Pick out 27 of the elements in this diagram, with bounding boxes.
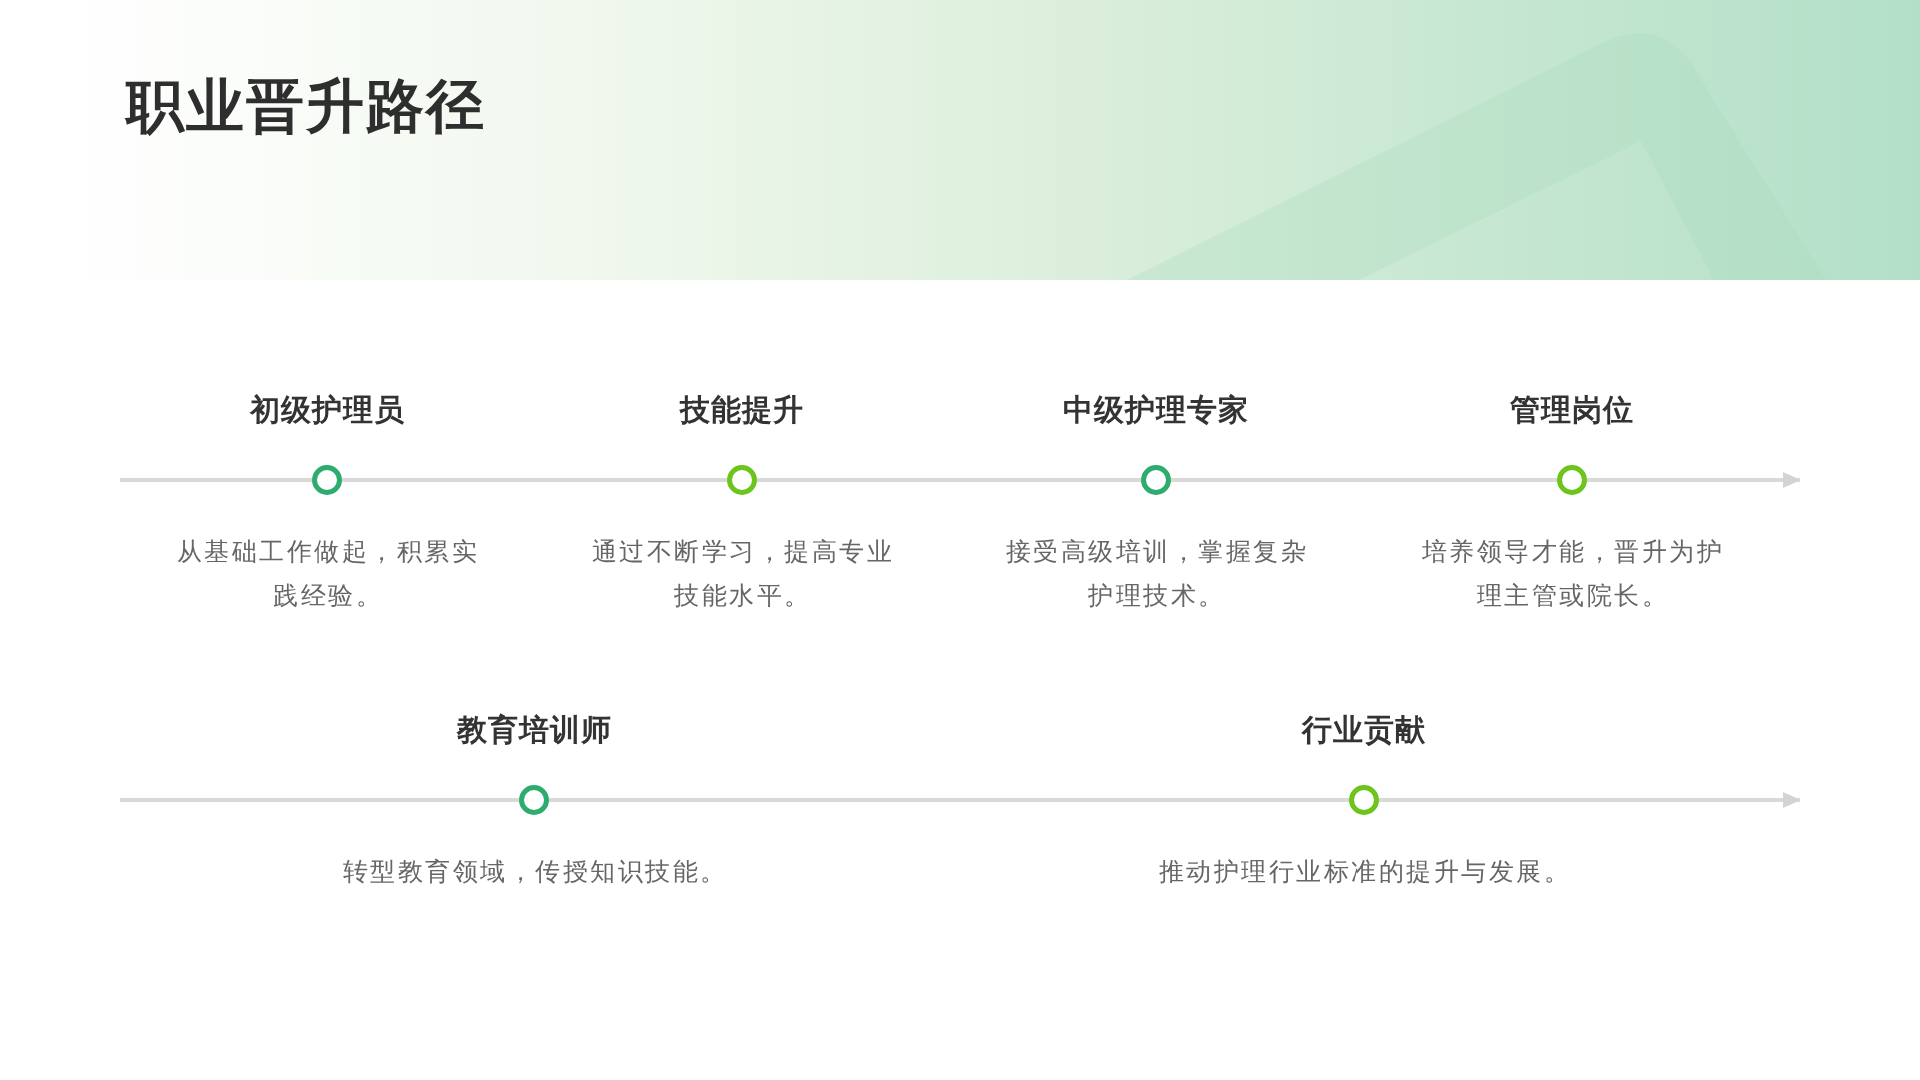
timeline-line: [757, 478, 1141, 482]
milestone-title: 行业贡献: [1302, 711, 1426, 749]
milestone-description: 培养领导才能，晋升为护理主管或院长。: [1420, 536, 1726, 612]
milestone-title: 初级护理员: [249, 391, 405, 429]
timeline-line: [120, 478, 312, 482]
milestone-description: 通过不断学习，提高专业技能水平。: [590, 536, 896, 612]
page-title: 职业晋升路径: [126, 71, 486, 142]
timeline-line: [120, 798, 519, 802]
milestone-description: 从基础工作做起，积累实践经验。: [175, 536, 481, 612]
milestone-ring: [727, 465, 757, 495]
timeline-line: [549, 798, 1349, 802]
milestone-description: 推动护理行业标准的提升与发展。: [1158, 856, 1572, 888]
milestone-ring: [1557, 465, 1587, 495]
milestone-ring: [519, 785, 549, 815]
milestone-ring: [1349, 785, 1379, 815]
milestone-title: 管理岗位: [1510, 391, 1634, 429]
milestone-title: 中级护理专家: [1063, 391, 1249, 429]
milestone-title: 技能提升: [680, 391, 804, 429]
timeline-arrow: [1379, 792, 1801, 808]
timeline-arrow: [1587, 472, 1801, 488]
milestone-description: 接受高级培训，掌握复杂护理技术。: [1004, 536, 1310, 612]
milestone-title: 教育培训师: [456, 711, 612, 749]
milestone-description: 转型教育领域，传授知识技能。: [342, 856, 728, 888]
timeline-line: [1171, 478, 1557, 482]
timeline-line: [342, 478, 727, 482]
milestone-ring: [1141, 465, 1171, 495]
milestone-ring: [312, 465, 342, 495]
